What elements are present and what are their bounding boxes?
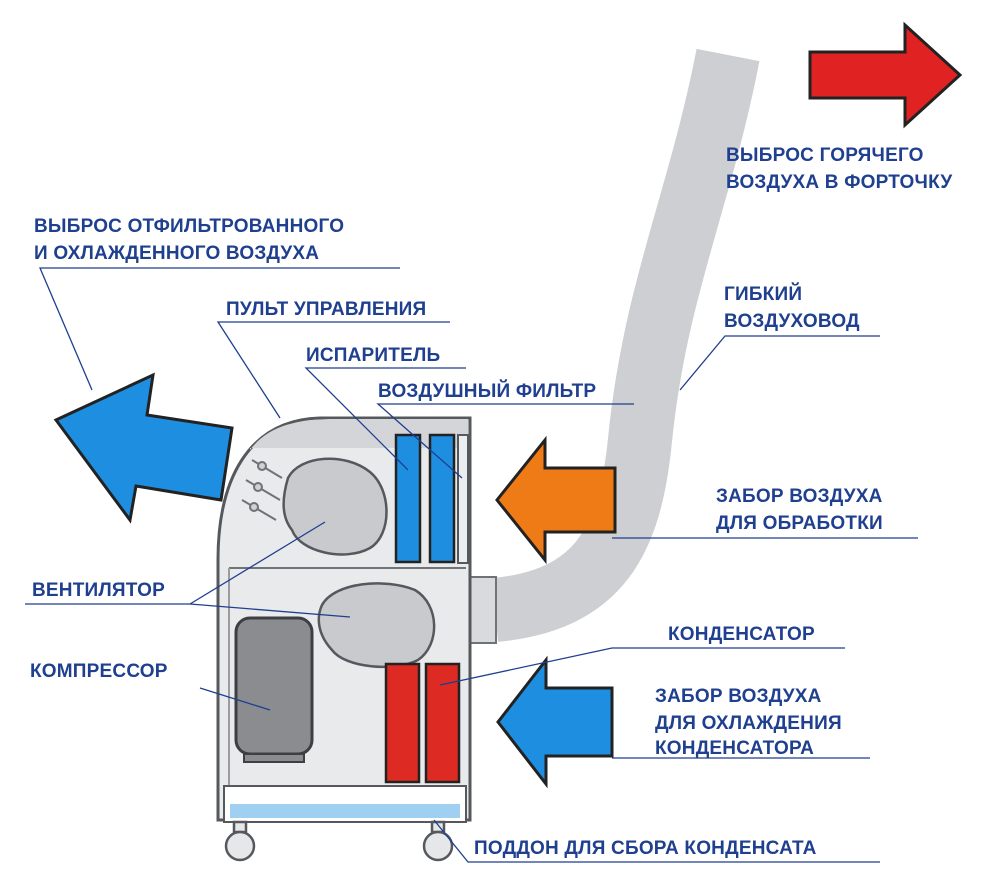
label-cond-intake-line3: КОНДЕНСАТОРА <box>655 738 815 759</box>
lower-fan <box>317 582 436 669</box>
label-compressor: КОМПРЕССОР <box>30 661 168 682</box>
leader-tray <box>433 819 880 863</box>
condensate-water <box>230 804 460 818</box>
air-filter <box>457 434 469 564</box>
label-hot-exhaust-line2: ВОЗДУХА В ФОРТОЧКУ <box>726 172 953 193</box>
upper-fan <box>282 457 388 556</box>
compressor-base <box>243 753 305 763</box>
leader-air-filter <box>376 403 634 479</box>
label-filtered-air-line1: ВЫБРОС ОТФИЛЬТРОВАННОГО <box>34 216 345 237</box>
label-hot-exhaust-line1: ВЫБРОС ГОРЯЧЕГО <box>726 145 924 166</box>
wheels <box>224 820 454 862</box>
condenser-coil-2 <box>424 662 461 784</box>
label-condenser: КОНДЕНСАТОР <box>668 624 815 645</box>
leader-fan-lower <box>189 603 351 618</box>
hot-air-arrow <box>808 21 963 129</box>
condenser-coil-1 <box>384 662 421 784</box>
condenser-intake-arrow <box>496 655 614 789</box>
label-cond-intake-line1: ЗАБОР ВОЗДУХА <box>655 686 822 707</box>
leader-filtered <box>39 267 400 391</box>
leader-evaporator <box>304 367 466 471</box>
label-fan: ВЕНТИЛЯТОР <box>32 580 165 601</box>
leader-lines <box>25 267 918 863</box>
control-panel <box>241 459 283 521</box>
flexible-duct <box>491 48 760 642</box>
label-control-panel: ПУЛЬТ УПРАВЛЕНИЯ <box>226 299 427 320</box>
compressor-body <box>234 616 314 756</box>
label-cond-intake-line2: ДЛЯ ОХЛАЖДЕНИЯ <box>655 713 842 734</box>
label-duct-line1: ГИБКИЙ <box>724 284 803 305</box>
leader-control-panel <box>216 321 450 419</box>
label-intake-line1: ЗАБОР ВОЗДУХА <box>716 486 883 507</box>
leader-condenser <box>439 647 845 686</box>
label-filtered-air-line2: И ОХЛАЖДЕННОГО ВОЗДУХА <box>34 243 320 264</box>
label-tray: ПОДДОН ДЛЯ СБОРА КОНДЕНСАТА <box>474 838 817 859</box>
evaporator-coil-1 <box>394 433 422 564</box>
cooled-air-arrow <box>53 372 234 524</box>
label-air-filter: ВОЗДУШНЫЙ ФИЛЬТР <box>378 381 597 402</box>
leader-compressor <box>199 687 271 711</box>
leader-duct <box>679 335 880 391</box>
label-intake-line2: ДЛЯ ОБРАБОТКИ <box>716 513 883 534</box>
label-duct-line2: ВОЗДУХОВОД <box>724 311 860 332</box>
evaporator-coil-2 <box>428 433 456 564</box>
label-evaporator: ИСПАРИТЕЛЬ <box>306 345 441 366</box>
intake-arrow <box>495 435 617 565</box>
